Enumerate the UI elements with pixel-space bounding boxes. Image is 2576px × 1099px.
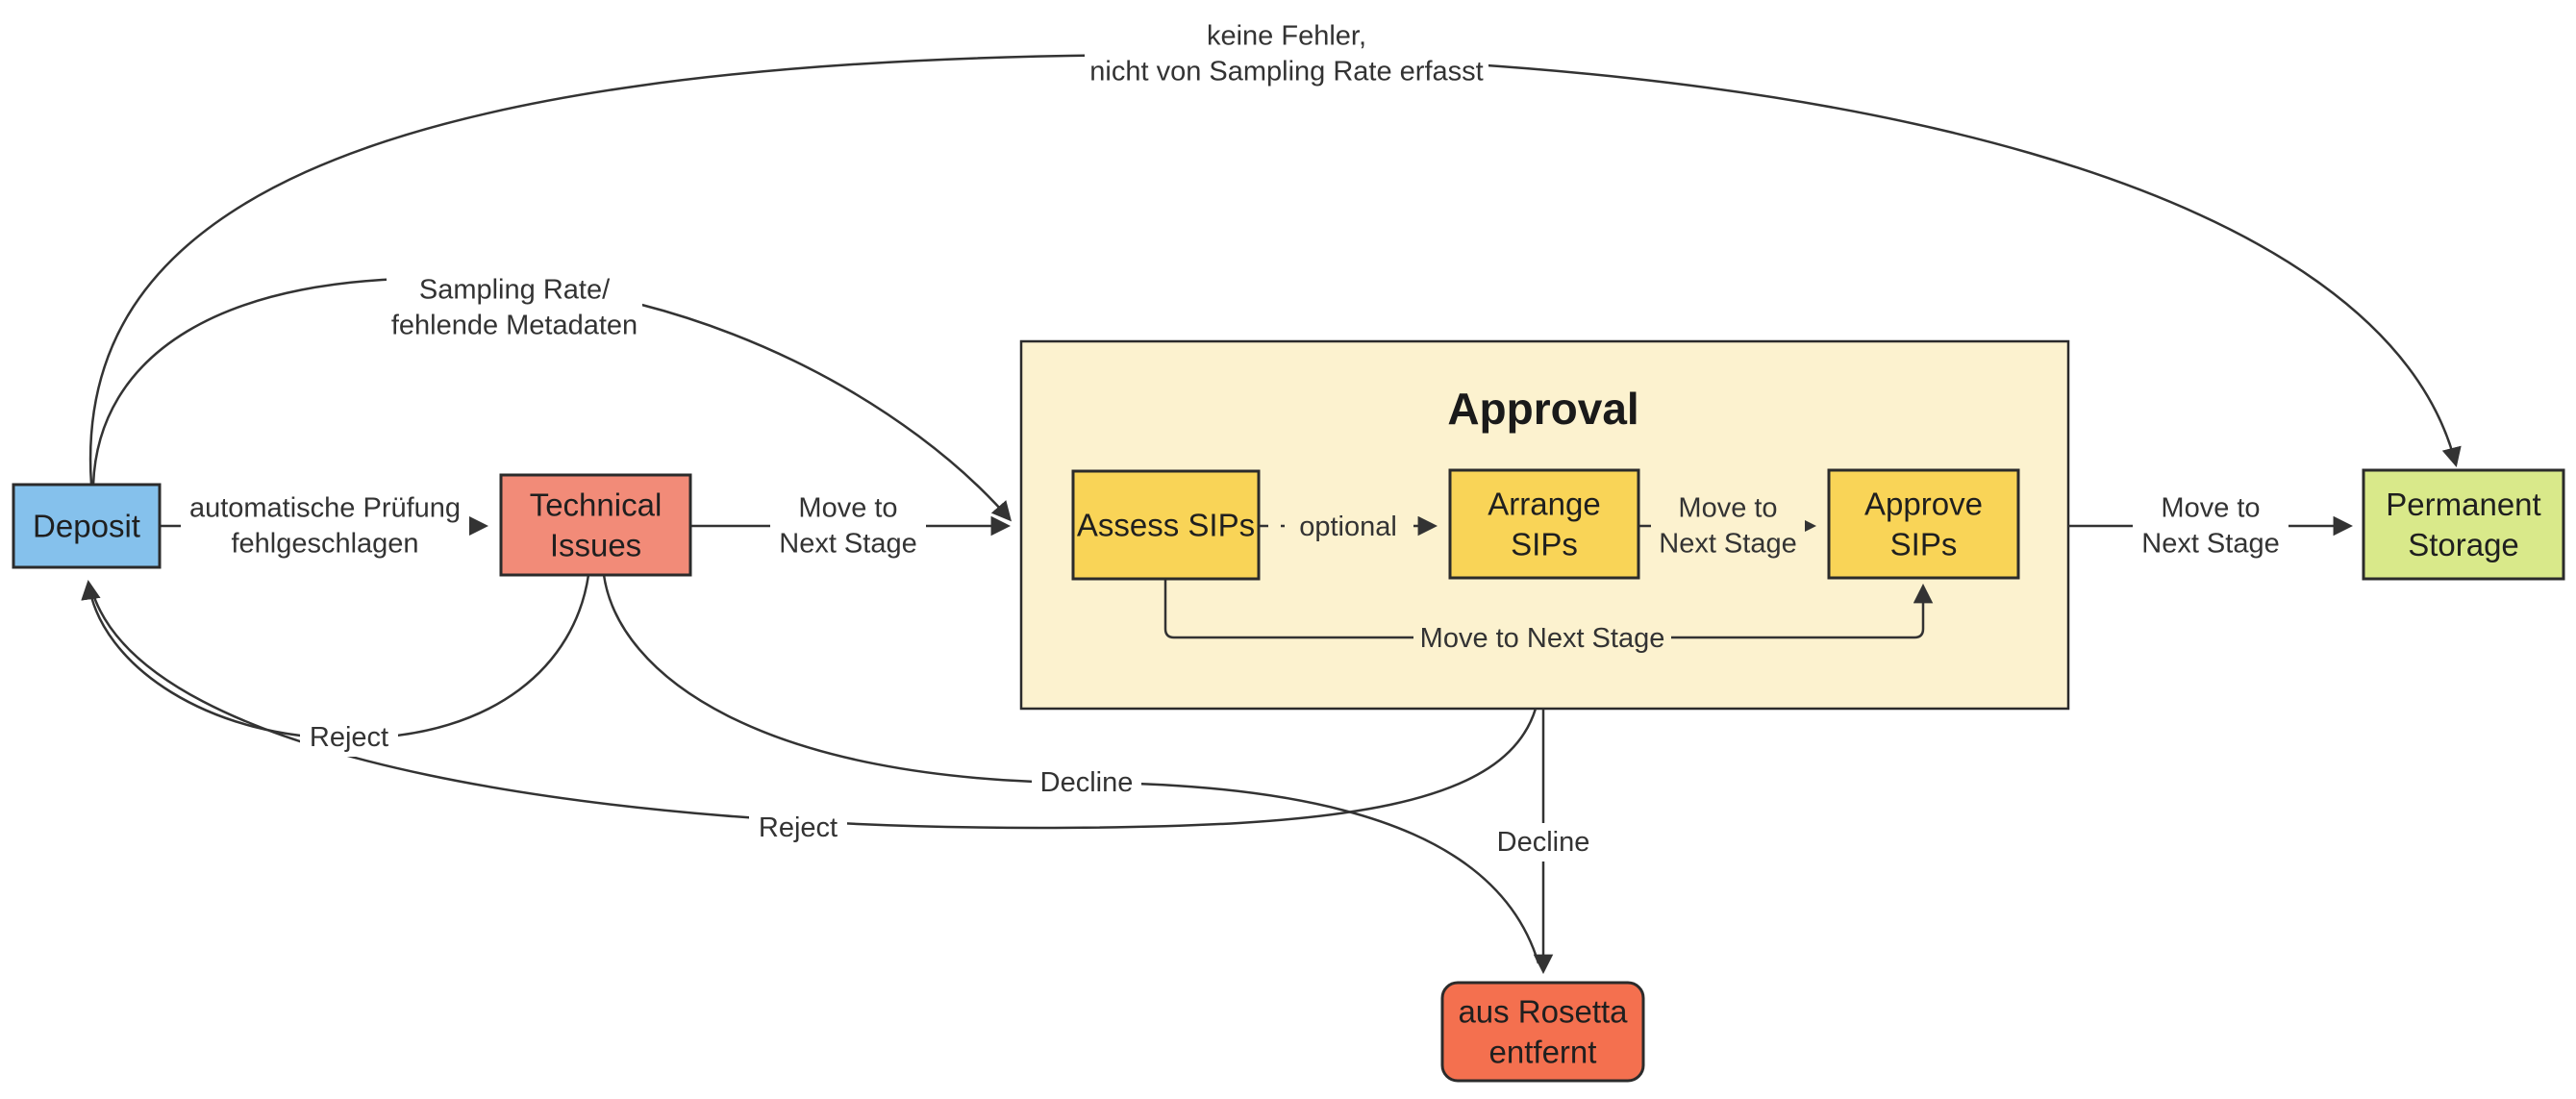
edge-label-text: Move to bbox=[798, 493, 897, 524]
edge-label-bg bbox=[1413, 619, 1671, 658]
node-approve-sips-box bbox=[1827, 468, 2020, 580]
node-aus-rosetta-entfernt-label: aus Rosetta bbox=[1458, 994, 1628, 1030]
edge-label-technical-issues-to-approval: Move to Next Stage bbox=[770, 488, 926, 563]
node-aus-rosetta-entfernt: aus Rosetta entfernt bbox=[1440, 981, 1645, 1083]
edge-label-text: Next Stage bbox=[2141, 529, 2279, 560]
node-deposit: Deposit bbox=[12, 483, 162, 569]
node-arrange-sips-label: SIPs bbox=[1511, 527, 1578, 562]
edge-label-text: Move to bbox=[2161, 493, 2260, 524]
edge-label-text: optional bbox=[1299, 512, 1397, 542]
edge-label-text: Sampling Rate/ bbox=[419, 275, 611, 306]
edge-label-bg bbox=[770, 488, 926, 563]
node-permanent-storage-label: Permanent bbox=[2386, 487, 2540, 522]
node-approve-sips-label: SIPs bbox=[1890, 527, 1958, 562]
edge-label-text: automatische Prüfung bbox=[189, 493, 461, 524]
edge-label-deposit-to-technical-issues: automatische Prüfung fehlgeschlagen bbox=[181, 488, 469, 563]
edge-label-text: keine Fehler, bbox=[1207, 21, 1366, 52]
edge-label-text: Reject bbox=[310, 722, 388, 753]
edge-label-bg bbox=[749, 809, 847, 847]
edge-label-approval-to-permanent-storage: Move to Next Stage bbox=[2133, 488, 2288, 563]
edge-label-bg bbox=[181, 488, 469, 563]
edge-label-bg bbox=[2133, 488, 2288, 563]
edge-label-bg bbox=[1488, 823, 1598, 862]
edge-label-text: Reject bbox=[759, 812, 838, 843]
edge-label-bg bbox=[1651, 488, 1805, 563]
edge-technical-issues-to-deposit bbox=[81, 574, 590, 740]
edge-label-text: Decline bbox=[1497, 827, 1590, 858]
node-technical-issues-box bbox=[499, 473, 692, 577]
approval-container-title: Approval bbox=[1447, 384, 1638, 434]
node-permanent-storage-box bbox=[2362, 468, 2565, 581]
edge-label-deposit-to-permanent-storage: keine Fehler, nicht von Sampling Rate erf… bbox=[1085, 13, 1488, 94]
node-deposit-box bbox=[12, 483, 162, 569]
edge-label-text: Next Stage bbox=[779, 529, 916, 560]
edge-label-arrange-to-approve: Move to Next Stage bbox=[1651, 488, 1805, 563]
edge-approval-to-deposit bbox=[89, 587, 1538, 830]
edge-label-assess-to-arrange: optional bbox=[1285, 508, 1412, 546]
edge-label-bg bbox=[1285, 508, 1412, 546]
edge-label-assess-to-approve: Move to Next Stage bbox=[1413, 619, 1671, 658]
node-technical-issues-label: Technical bbox=[530, 487, 663, 523]
node-deposit-label: Deposit bbox=[33, 509, 140, 544]
edge-label-bg bbox=[1032, 763, 1141, 802]
edge-label-technical-issues-to-rosetta: Decline bbox=[1032, 763, 1141, 802]
node-permanent-storage-label: Storage bbox=[2408, 527, 2519, 562]
edge-label-text: nicht von Sampling Rate erfasst bbox=[1089, 57, 1483, 87]
node-aus-rosetta-entfernt-box bbox=[1440, 981, 1645, 1083]
node-arrange-sips-label: Arrange bbox=[1488, 487, 1600, 522]
edge-label-text: Move to bbox=[1678, 493, 1777, 524]
node-assess-sips-box bbox=[1071, 469, 1261, 581]
node-arrange-sips-box bbox=[1448, 468, 1640, 580]
edge-label-bg bbox=[300, 718, 398, 757]
edge-label-text: Next Stage bbox=[1659, 529, 1796, 560]
node-assess-sips-label: Assess SIPs bbox=[1077, 508, 1255, 543]
edge-label-text: fehlende Metadaten bbox=[391, 311, 638, 341]
edge-label-deposit-to-approval: Sampling Rate/fehlende Metadaten bbox=[387, 269, 642, 346]
edge-label-text: fehlgeschlagen bbox=[231, 529, 418, 560]
edge-label-approval-to-deposit: Reject bbox=[749, 809, 847, 847]
edge-label-bg bbox=[387, 269, 642, 346]
edge-label-approval-to-rosetta: Decline bbox=[1488, 823, 1598, 862]
edge-label-text: Decline bbox=[1040, 767, 1134, 798]
node-aus-rosetta-entfernt-label: entfernt bbox=[1489, 1035, 1597, 1070]
node-technical-issues-label: Issues bbox=[550, 528, 641, 563]
edge-label-text: Move to Next Stage bbox=[1420, 623, 1665, 654]
edge-label-bg bbox=[1085, 13, 1488, 94]
node-approve-sips-label: Approve bbox=[1864, 487, 1983, 522]
edge-label-technical-issues-to-deposit: Reject bbox=[300, 718, 398, 757]
node-assess-sips: Assess SIPs bbox=[1071, 469, 1261, 581]
